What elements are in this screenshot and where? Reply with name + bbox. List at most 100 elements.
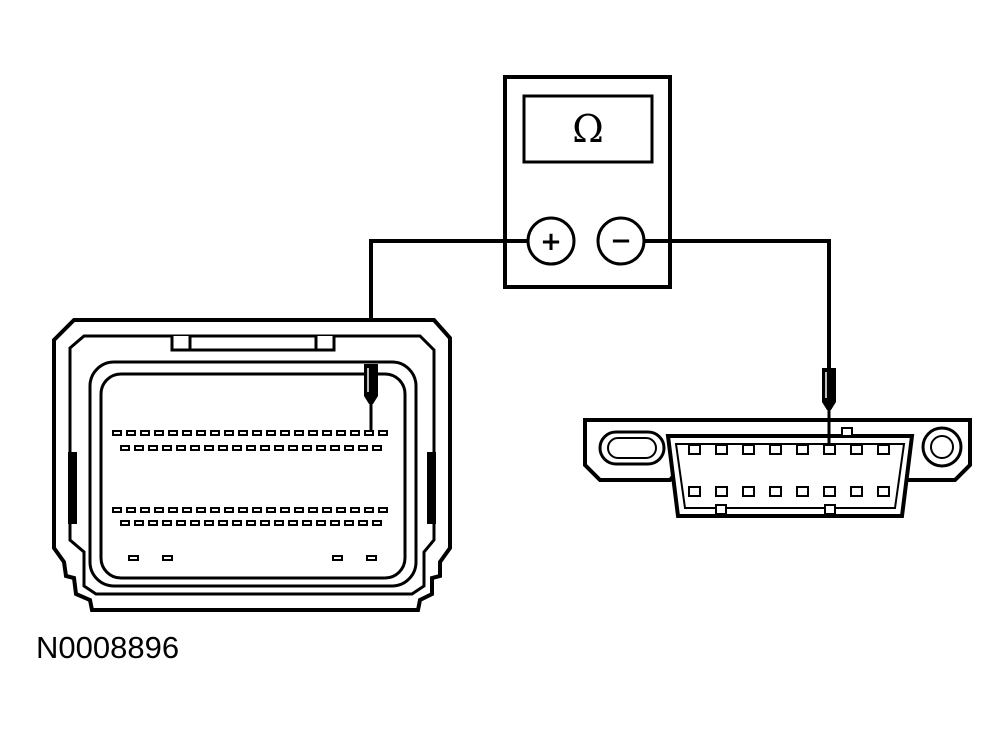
module-pin: [308, 507, 318, 513]
module-pin: [196, 507, 206, 513]
module-pin: [168, 430, 178, 436]
dlc-pin: [688, 486, 701, 497]
multimeter: Ω + −: [503, 75, 672, 289]
figure-id-label: N0008896: [36, 630, 180, 665]
module-pin-small: [332, 555, 343, 561]
dlc-pin: [715, 486, 728, 497]
module-pin: [280, 430, 290, 436]
module-pin: [266, 507, 276, 513]
data-link-connector: [583, 418, 972, 518]
module-pin-small: [366, 555, 377, 561]
module-pin: [294, 507, 304, 513]
module-pin: [190, 520, 200, 526]
module-pin: [148, 445, 158, 451]
dlc-pin: [796, 486, 809, 497]
dlc-pin: [823, 444, 836, 455]
module-pin: [274, 520, 284, 526]
module-pin: [154, 507, 164, 513]
module-pin: [134, 445, 144, 451]
module-pin: [134, 520, 144, 526]
module-pin: [232, 445, 242, 451]
module-pin: [210, 430, 220, 436]
module-connector-rim: [68, 334, 436, 596]
module-pin: [148, 520, 158, 526]
module-pin: [378, 430, 388, 436]
module-pin: [274, 445, 284, 451]
module-pin: [162, 445, 172, 451]
module-pin: [358, 445, 368, 451]
module-pin: [330, 445, 340, 451]
negative-test-lead: [644, 239, 831, 370]
multimeter-display: [522, 94, 654, 164]
negative-probe: [822, 368, 836, 446]
positive-terminal-label: +: [540, 227, 562, 257]
module-pin: [176, 520, 186, 526]
module-pin: [302, 445, 312, 451]
module-pin: [350, 507, 360, 513]
module-pin: [182, 507, 192, 513]
module-pin: [140, 430, 150, 436]
module-pin: [246, 445, 256, 451]
module-pin: [112, 507, 122, 513]
module-pin: [344, 520, 354, 526]
module-pin: [252, 430, 262, 436]
module-pin: [140, 507, 150, 513]
module-pin: [232, 520, 242, 526]
dlc-pin: [742, 444, 755, 455]
module-pin: [252, 507, 262, 513]
module-pin: [196, 430, 206, 436]
module-pin: [154, 430, 164, 436]
module-pin: [364, 507, 374, 513]
module-pin: [372, 520, 382, 526]
module-pin: [288, 520, 298, 526]
module-pin: [344, 445, 354, 451]
module-pin: [224, 430, 234, 436]
module-pin: [260, 520, 270, 526]
dlc-pin: [769, 486, 782, 497]
module-pin: [260, 445, 270, 451]
module-pin: [210, 507, 220, 513]
module-pin: [238, 430, 248, 436]
module-side-guide-right: [427, 452, 436, 524]
module-pin: [126, 430, 136, 436]
positive-probe: [364, 364, 378, 430]
module-connector-face-inner: [99, 372, 407, 580]
module-latch-notch-left: [170, 336, 192, 352]
module-pin: [372, 445, 382, 451]
module-pin: [280, 507, 290, 513]
module-pin: [330, 520, 340, 526]
module-pin: [224, 507, 234, 513]
module-pin: [358, 520, 368, 526]
module-pin: [204, 445, 214, 451]
module-latch-notch-right: [314, 336, 336, 352]
dlc-body: [665, 434, 915, 518]
module-pin: [350, 430, 360, 436]
module-pin: [218, 520, 228, 526]
dlc-pin: [715, 444, 728, 455]
module-pin: [322, 430, 332, 436]
module-pin: [204, 520, 214, 526]
dlc-pin: [688, 444, 701, 455]
dlc-pin: [850, 486, 863, 497]
module-pin: [316, 520, 326, 526]
module-pin: [266, 430, 276, 436]
module-pin: [288, 445, 298, 451]
module-pin: [120, 445, 130, 451]
module-pin: [322, 507, 332, 513]
dlc-mount-slot: [598, 430, 666, 466]
dlc-pin: [823, 486, 836, 497]
ohm-symbol: Ω: [572, 107, 604, 151]
dlc-pin: [877, 444, 890, 455]
dlc-pin: [850, 444, 863, 455]
module-pin: [176, 445, 186, 451]
module-pin: [238, 507, 248, 513]
module-pin: [162, 520, 172, 526]
dlc-pin: [796, 444, 809, 455]
module-pin-small: [128, 555, 139, 561]
module-pin-array: [112, 430, 388, 561]
module-pin-small: [162, 555, 173, 561]
module-pin: [190, 445, 200, 451]
module-pin: [112, 430, 122, 436]
module-pin: [336, 430, 346, 436]
